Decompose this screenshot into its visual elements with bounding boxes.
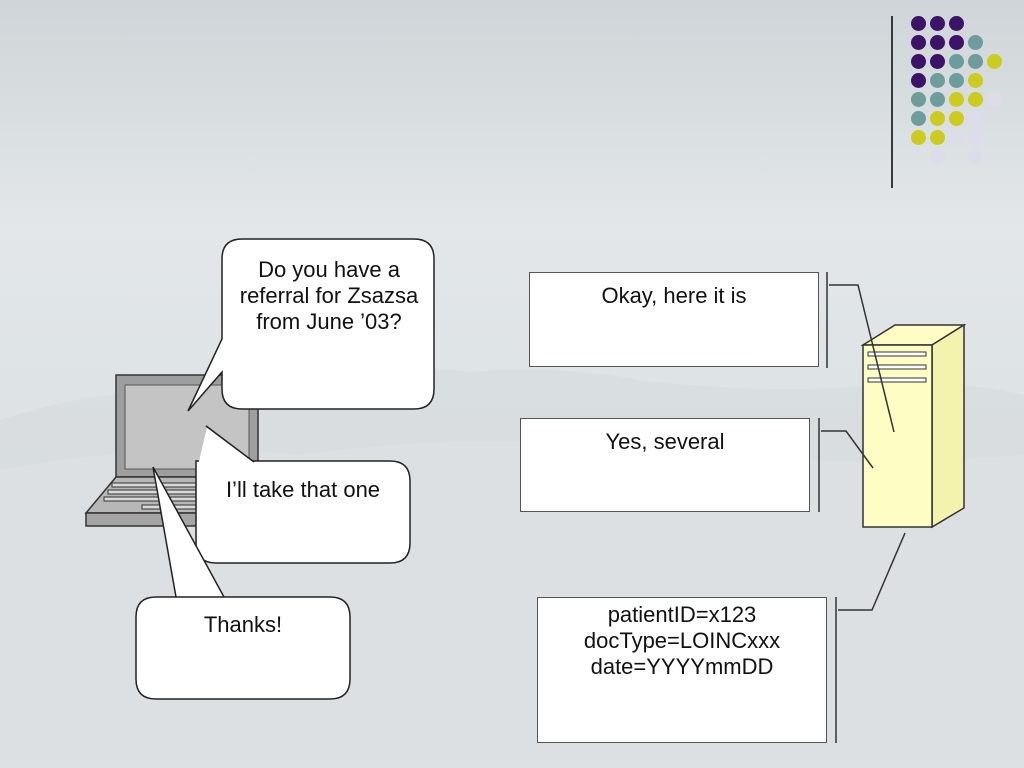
referral-question-text: Do you have a referral for Zsazsa from J… <box>239 257 419 334</box>
decorative-vertical-rule <box>891 16 893 188</box>
speech-bubble-referral <box>187 238 435 412</box>
query-box: patientID=x123 docType=LOINCxxx date=YYY… <box>537 597 827 743</box>
dot <box>949 35 964 50</box>
response-several-text: Yes, several <box>605 429 725 454</box>
dot <box>930 111 945 126</box>
dot <box>911 16 926 31</box>
dot <box>968 92 983 107</box>
dot <box>968 149 983 164</box>
dot <box>987 54 1002 69</box>
dot <box>930 149 945 164</box>
dot <box>930 92 945 107</box>
dot <box>968 54 983 69</box>
dot <box>987 92 1002 107</box>
dot <box>968 111 983 126</box>
take-that-one-text: I’ll take that one <box>225 477 381 502</box>
dot <box>968 130 983 145</box>
dot <box>930 73 945 88</box>
dot <box>911 92 926 107</box>
dot <box>949 111 964 126</box>
thanks-text: Thanks! <box>203 612 283 637</box>
dot <box>930 54 945 69</box>
dot <box>949 54 964 69</box>
response-box-okay: Okay, here it is <box>529 272 819 367</box>
dot <box>930 16 945 31</box>
query-text: patientID=x123 docType=LOINCxxx date=YYY… <box>583 602 781 679</box>
dot <box>930 35 945 50</box>
server-tower-icon <box>860 323 967 529</box>
dot <box>949 16 964 31</box>
dot <box>949 73 964 88</box>
dot <box>911 111 926 126</box>
dot <box>911 73 926 88</box>
dot <box>968 73 983 88</box>
dot <box>949 130 964 145</box>
response-box-several: Yes, several <box>520 418 810 512</box>
dot <box>949 92 964 107</box>
dot <box>911 54 926 69</box>
dot <box>911 35 926 50</box>
dot <box>930 130 945 145</box>
response-okay-text: Okay, here it is <box>601 283 747 308</box>
dot <box>968 35 983 50</box>
dot <box>911 130 926 145</box>
speech-bubble-thanks <box>135 466 351 700</box>
